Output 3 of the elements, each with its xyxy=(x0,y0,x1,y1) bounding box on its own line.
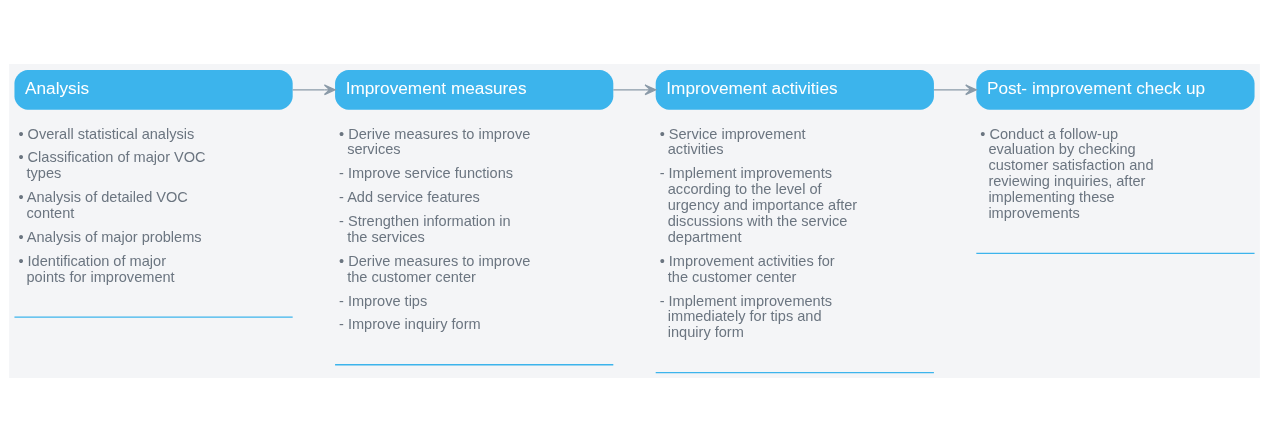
arrow xyxy=(292,84,336,96)
arrow xyxy=(612,84,657,96)
arrow xyxy=(933,84,977,96)
